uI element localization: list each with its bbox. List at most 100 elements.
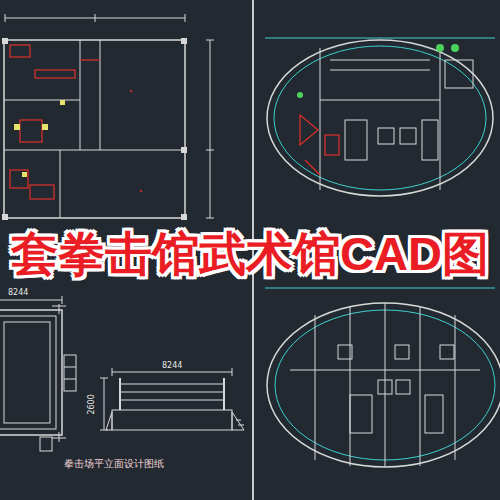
ring-rope [120, 400, 224, 401]
ring-steps [64, 355, 76, 391]
dimension-tick [206, 40, 214, 41]
wall [420, 306, 421, 466]
floor-plan [4, 14, 214, 218]
outer-wall [4, 40, 185, 218]
fixture [14, 124, 20, 130]
elevator [400, 128, 416, 144]
dimension-line [265, 38, 495, 39]
dimension-line [104, 378, 105, 430]
partition [330, 60, 430, 61]
dimension-tick [232, 368, 233, 376]
room [440, 345, 454, 359]
wall [440, 48, 441, 190]
furniture [10, 45, 142, 199]
boxing-ring-elevation [100, 368, 244, 430]
furniture-item [325, 135, 339, 155]
ring-base [112, 410, 232, 430]
elevator [378, 128, 394, 144]
fixture [22, 172, 27, 177]
wall [4, 150, 185, 151]
columns [2, 38, 187, 220]
stair [350, 395, 372, 433]
dimension-tick [206, 150, 214, 151]
room [395, 345, 409, 359]
room [445, 60, 473, 88]
fixture [42, 124, 48, 130]
column [181, 214, 187, 220]
furniture-item [10, 170, 28, 188]
plant [451, 44, 459, 52]
step-line [64, 367, 76, 379]
elevator [396, 380, 410, 394]
wall [80, 40, 81, 150]
dimension-line [112, 372, 232, 373]
dimension-tick [100, 378, 108, 379]
room [338, 345, 352, 359]
dimension-tick [185, 14, 186, 22]
dimension-text: 8244 [160, 362, 184, 371]
ring-rope [120, 384, 224, 385]
partition [330, 70, 430, 71]
drawing-caption: 拳击场平立面设计图纸 [62, 458, 166, 469]
plant [436, 44, 444, 52]
fixture [60, 100, 65, 105]
wall [60, 150, 61, 218]
ring-steps [40, 437, 52, 451]
stair [345, 120, 367, 160]
ring-rope [120, 392, 224, 393]
ring-steps [106, 412, 244, 430]
wall [4, 100, 80, 101]
boxing-ring-plan [0, 296, 76, 451]
dimension-tick [112, 368, 113, 376]
furniture-item [10, 45, 30, 57]
light-mark [140, 190, 142, 192]
dimension-line [265, 288, 495, 289]
corner-post [119, 378, 121, 410]
light-mark [130, 90, 132, 92]
oval-wall [267, 40, 493, 196]
wall [320, 100, 440, 101]
wall [290, 370, 480, 371]
stair [425, 395, 443, 433]
step-line [236, 420, 244, 425]
door [80, 59, 100, 60]
furniture-item [305, 160, 320, 175]
dimension-text: 2600 [88, 392, 97, 416]
dimension-tick [62, 296, 63, 304]
corner-post [223, 378, 225, 410]
dimension-tick [206, 218, 214, 219]
elevator [378, 380, 392, 394]
dimension-tick [95, 14, 96, 22]
table [20, 120, 42, 142]
oval-wall [267, 303, 500, 467]
wall [320, 48, 321, 190]
column [2, 38, 8, 44]
fixtures [14, 100, 65, 177]
oval-inner-wall [274, 46, 486, 190]
sofa [30, 185, 54, 199]
plant [297, 92, 303, 98]
column [181, 38, 187, 44]
dimension-line [0, 300, 62, 301]
column [181, 147, 187, 153]
oval-plan-top-red [300, 115, 339, 175]
dimension-line [210, 40, 211, 218]
oval-plan-top [265, 38, 495, 196]
ring-rope [0, 316, 56, 429]
wall [350, 306, 351, 466]
stair [422, 120, 438, 160]
wall [455, 315, 456, 460]
ring-rope [4, 322, 50, 423]
dimension-tick [5, 14, 6, 22]
title-banner: 套拳击馆武术馆CAD图 [0, 228, 500, 280]
column [2, 214, 8, 220]
ring-platform [0, 310, 62, 435]
oval-plan-bottom [265, 288, 500, 467]
counter [35, 70, 75, 78]
wall [100, 40, 101, 150]
dimension-text: 8244 [6, 289, 30, 298]
furniture-item [300, 115, 318, 145]
wall [315, 315, 316, 460]
